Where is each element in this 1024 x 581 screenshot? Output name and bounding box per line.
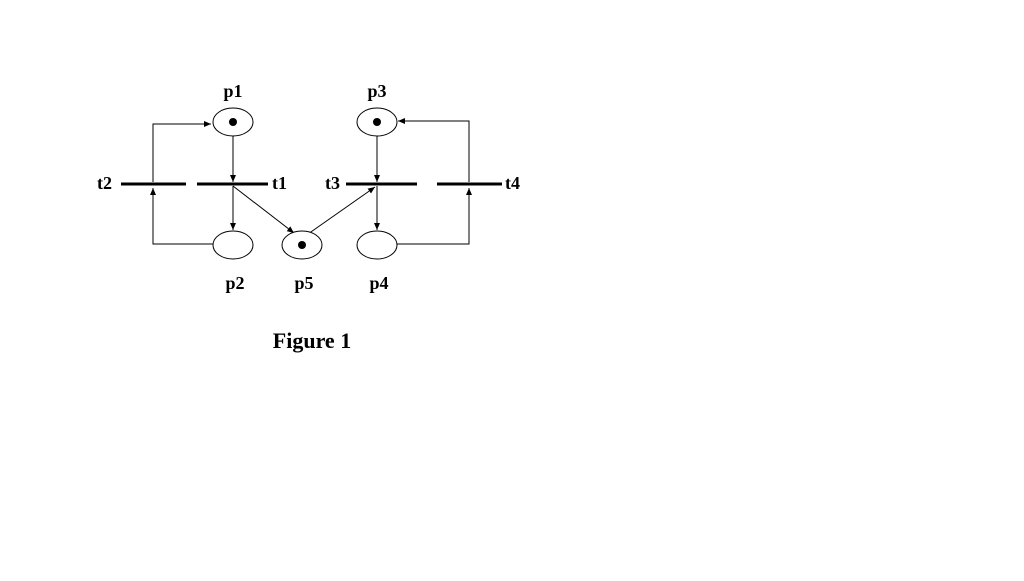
place-labels: p1 p3 p2 p5 p4 <box>223 81 388 293</box>
transition-labels: t2 t1 t3 t4 <box>97 173 520 193</box>
place-label-p4: p4 <box>369 273 388 293</box>
place-label-p1: p1 <box>223 81 242 101</box>
arc-t1-p5 <box>232 185 295 234</box>
transition-label-t1: t1 <box>272 173 287 193</box>
arc-t4-p3 <box>398 118 470 182</box>
figure-caption: Figure 1 <box>273 328 351 353</box>
token-p3 <box>373 118 381 126</box>
place-p2[interactable] <box>212 230 254 260</box>
arc-p4-t4 <box>397 188 472 245</box>
place-p4[interactable] <box>356 230 398 260</box>
place-label-p3: p3 <box>367 81 386 101</box>
transition-label-t4: t4 <box>505 173 520 193</box>
arc-t2-p1 <box>152 121 211 182</box>
arc-p2-t2 <box>150 188 213 245</box>
place-label-p5: p5 <box>294 273 313 293</box>
transition-label-t3: t3 <box>325 173 340 193</box>
token-p5 <box>298 241 306 249</box>
transition-label-t2: t2 <box>97 173 112 193</box>
token-p1 <box>229 118 237 126</box>
arcs <box>150 118 472 245</box>
tokens <box>229 118 381 249</box>
arc-p5-t3 <box>307 186 376 235</box>
place-label-p2: p2 <box>225 273 244 293</box>
